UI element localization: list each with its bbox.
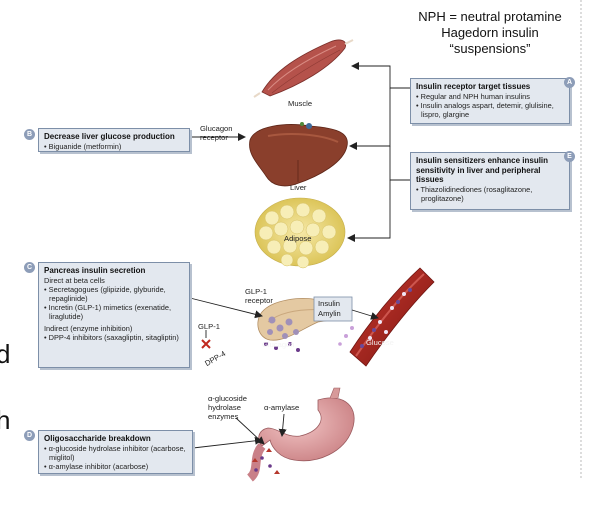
muscle-label: Muscle bbox=[288, 99, 313, 108]
box-liver-production: Decrease liver glucose production • Bigu… bbox=[38, 128, 190, 152]
cut-letter: h bbox=[0, 405, 11, 435]
badge-c: C bbox=[24, 262, 35, 273]
box-insulin-receptor: Insulin receptor target tissues • Regula… bbox=[410, 78, 570, 124]
box-item: • Regular and NPH human insulins bbox=[416, 91, 530, 101]
label-line: receptor bbox=[200, 133, 228, 142]
alpha-amylase-label: α-amylase bbox=[264, 403, 300, 412]
amylin-label: Amylin bbox=[318, 309, 341, 318]
label-line: enzymes bbox=[208, 412, 239, 421]
box-item: • Thiazolidinediones (rosaglitazone, pro… bbox=[416, 184, 533, 203]
box-title: Insulin sensitizers enhance insulin sens… bbox=[416, 156, 549, 184]
nph-note: NPH = neutral protamine Hagedorn insulin… bbox=[390, 9, 590, 57]
insulin-label: Insulin bbox=[318, 299, 340, 308]
badge-a: A bbox=[564, 77, 575, 88]
box-item: • α-amylase inhibitor (acarbose) bbox=[44, 461, 149, 471]
nph-note-line: Hagedorn insulin bbox=[441, 25, 539, 40]
adipose-label: Adipose bbox=[284, 234, 312, 243]
box-item: • Biguanide (metformin) bbox=[44, 141, 122, 151]
badge-e: E bbox=[564, 151, 575, 162]
alpha-glucosidase-label: α-glucoside hydrolase enzymes bbox=[208, 394, 247, 421]
liver-illustration bbox=[249, 122, 348, 187]
label-line: α-glucoside bbox=[208, 394, 248, 403]
arrows bbox=[189, 62, 410, 449]
glucagon-receptor-label: Glucagon receptor bbox=[200, 124, 233, 142]
insulin-amylin-tag bbox=[313, 296, 353, 322]
nph-note-line: “suspensions” bbox=[449, 41, 531, 56]
glp1-receptor-label: GLP-1 receptor bbox=[245, 287, 273, 305]
box-title: Insulin receptor target tissues bbox=[416, 82, 531, 91]
muscle-illustration bbox=[253, 39, 354, 98]
cut-letter: d bbox=[0, 339, 11, 369]
glucagon-label: Glucagon bbox=[262, 340, 295, 349]
box-item: Direct at beta cells bbox=[44, 275, 105, 285]
stomach-illustration bbox=[246, 387, 355, 482]
glucose-label: Glucose bbox=[366, 338, 394, 347]
box-item: • Incretin (GLP-1) mimetics (exenatide, … bbox=[44, 302, 172, 321]
adipose-illustration bbox=[254, 197, 346, 269]
label-line: Glucagon bbox=[200, 124, 233, 133]
box-item: • α-glucoside hydrolase inhibitor (acarb… bbox=[44, 443, 186, 462]
box-oligosaccharide: Oligosaccharide breakdown • α-glucoside … bbox=[38, 430, 193, 474]
badge-d: D bbox=[24, 430, 35, 441]
box-title: Pancreas insulin secretion bbox=[44, 266, 146, 275]
glp1-label: GLP-1 bbox=[198, 322, 220, 331]
box-title: Decrease liver glucose production bbox=[44, 132, 175, 141]
box-item: Indirect (enzyme inhibition) bbox=[44, 323, 133, 333]
label-line: GLP-1 bbox=[245, 287, 267, 296]
label-line: receptor bbox=[245, 296, 273, 305]
badge-b: B bbox=[24, 129, 35, 140]
dpp4-block-icon bbox=[201, 330, 211, 349]
box-item: • DPP-4 inhibitors (saxagliptin, sitagli… bbox=[44, 332, 179, 342]
box-pancreas-secretion: Pancreas insulin secretion Direct at bet… bbox=[38, 262, 190, 368]
nph-note-line: NPH = neutral protamine bbox=[418, 9, 562, 24]
box-item: • Secretagogues (glipizide, glyburide, r… bbox=[44, 284, 166, 303]
label-line: hydrolase bbox=[208, 403, 241, 412]
box-item: • Insulin analogs aspart, detemir, gluli… bbox=[416, 100, 554, 119]
box-title: Oligosaccharide breakdown bbox=[44, 434, 151, 443]
blood-vessel-illustration bbox=[338, 267, 435, 367]
liver-label: Liver bbox=[290, 183, 307, 192]
box-insulin-sensitizers: Insulin sensitizers enhance insulin sens… bbox=[410, 152, 570, 210]
